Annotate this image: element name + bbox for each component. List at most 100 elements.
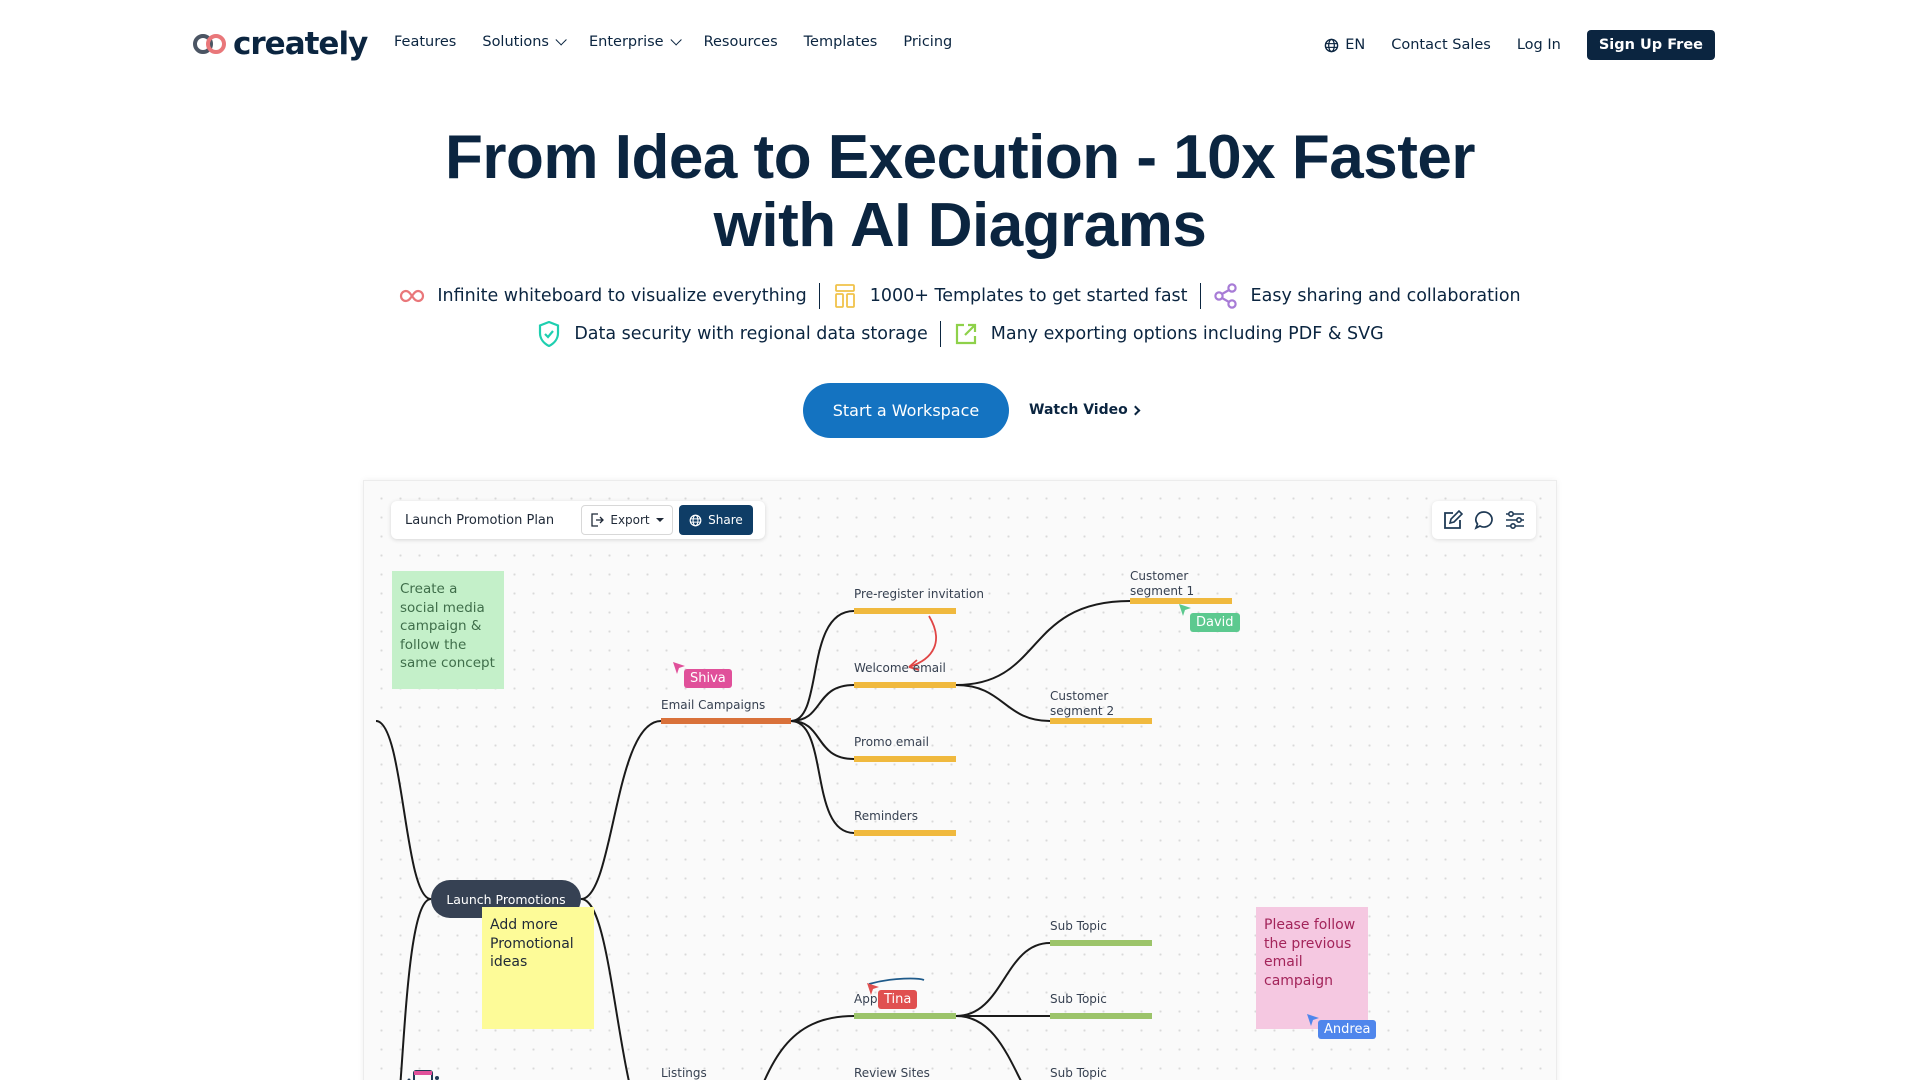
top-navigation: creately Features Solutions Enterprise R…: [0, 0, 1920, 88]
diagram-canvas-preview[interactable]: Launch Promotion Plan Export Share Creat…: [363, 480, 1557, 1080]
divider: [818, 283, 820, 309]
nav-item-pricing[interactable]: Pricing: [903, 34, 952, 50]
nav-label: Enterprise: [588, 34, 664, 50]
node-sub-topic[interactable]: [1050, 1013, 1152, 1019]
globe-icon: [689, 514, 702, 526]
cursor-pointer-icon: [867, 983, 879, 995]
signup-button[interactable]: Sign Up Free: [1586, 30, 1715, 60]
features-row-2: Data security with regional data storage…: [0, 321, 1920, 347]
language-selector[interactable]: EN: [1324, 37, 1365, 53]
node-promo-email[interactable]: [854, 756, 956, 762]
nav-item-solutions[interactable]: Solutions: [482, 34, 567, 50]
node-pre-register[interactable]: [854, 608, 956, 614]
node-label-sub-topic: Sub Topic: [1050, 919, 1107, 933]
settings-sliders-icon[interactable]: [1503, 508, 1527, 532]
infinity-icon: [399, 283, 425, 309]
nav-links: Features Solutions Enterprise Resources …: [394, 34, 978, 50]
globe-icon: [1324, 38, 1339, 52]
creately-logo-icon: [193, 33, 227, 55]
export-label: Export: [610, 513, 650, 527]
node-label-sub-topic: Sub Topic: [1050, 1066, 1107, 1080]
sticky-note-yellow[interactable]: Add more Promotional ideas: [482, 907, 594, 1029]
canvas-toolbar: Launch Promotion Plan Export Share: [391, 501, 765, 539]
nav-label: Templates: [803, 34, 878, 50]
feature-text: Data security with regional data storage: [574, 324, 928, 344]
node-label-review-sites: Review Sites: [854, 1066, 930, 1080]
node-label-promo-email: Promo email: [854, 735, 929, 749]
caret-down-icon: [655, 518, 664, 522]
feature-text: Easy sharing and collaboration: [1250, 286, 1521, 306]
divider: [1199, 283, 1201, 309]
login-link[interactable]: Log In: [1516, 37, 1561, 53]
node-welcome-email[interactable]: [854, 682, 956, 688]
node-label-segment-1: Customer segment 1: [1130, 569, 1195, 598]
nav-item-enterprise[interactable]: Enterprise: [588, 34, 682, 50]
nav-item-templates[interactable]: Templates: [804, 34, 878, 50]
hero-title-line-1: From Idea to Execution - 10x Faster: [445, 123, 1475, 192]
collaborator-cursor-andrea: Andrea: [1318, 1020, 1377, 1039]
illustration-icon: [407, 1070, 439, 1080]
nav-item-features[interactable]: Features: [394, 34, 456, 50]
node-reminders[interactable]: [854, 830, 956, 836]
features-row-1: Infinite whiteboard to visualize everyth…: [0, 283, 1920, 309]
hero-title-line-2: with AI Diagrams: [713, 191, 1207, 260]
feature-text: Many exporting options including PDF & S…: [990, 324, 1384, 344]
nav-right: EN Contact Sales Log In Sign Up Free: [1324, 30, 1715, 60]
feature-item: Data security with regional data storage: [536, 321, 928, 347]
template-icon: [832, 283, 858, 309]
export-icon: [591, 513, 605, 527]
language-label: EN: [1345, 37, 1366, 53]
watch-video-label: Watch Video: [1029, 402, 1128, 418]
feature-item: 1000+ Templates to get started fast: [832, 283, 1188, 309]
comment-icon[interactable]: [1472, 508, 1496, 532]
feature-item: Infinite whiteboard to visualize everyth…: [399, 283, 807, 309]
nav-item-resources[interactable]: Resources: [704, 34, 778, 50]
start-workspace-button[interactable]: Start a Workspace: [803, 383, 1009, 438]
collaborator-cursor-david: David: [1190, 613, 1240, 632]
node-label-listings: Listings: [661, 1066, 707, 1080]
node-app[interactable]: [854, 1013, 956, 1019]
nav-label: Resources: [703, 34, 778, 50]
nav-label: Pricing: [903, 34, 953, 50]
node-segment-1[interactable]: [1130, 598, 1232, 604]
export-icon: [953, 321, 979, 347]
canvas-tools: [1432, 501, 1536, 539]
node-segment-2[interactable]: [1050, 718, 1152, 724]
node-label-segment-2: Customer segment 2: [1050, 689, 1115, 718]
feature-item: Easy sharing and collaboration: [1213, 283, 1521, 309]
node-label-welcome-email: Welcome email: [854, 661, 946, 675]
cursor-pointer-icon: [1307, 1014, 1319, 1026]
export-button[interactable]: Export: [581, 505, 673, 535]
document-title[interactable]: Launch Promotion Plan: [405, 512, 555, 528]
node-label-reminders: Reminders: [854, 809, 918, 823]
contact-sales-link[interactable]: Contact Sales: [1391, 37, 1491, 53]
share-button[interactable]: Share: [679, 505, 753, 535]
nav-label: Features: [394, 34, 457, 50]
node-label-sub-topic: Sub Topic: [1050, 992, 1107, 1006]
chevron-down-icon: [670, 34, 682, 46]
node-label-email-campaigns: Email Campaigns: [661, 698, 766, 712]
cursor-pointer-icon: [1179, 604, 1191, 616]
mindmap-connectors: [375, 600, 1131, 1080]
feature-item: Many exporting options including PDF & S…: [953, 321, 1384, 347]
creately-logo[interactable]: creately: [193, 26, 368, 62]
sticky-note-green[interactable]: Create a social media campaign & follow …: [392, 571, 504, 689]
shield-check-icon: [536, 321, 562, 347]
sticky-note-pink[interactable]: Please follow the previous email campaig…: [1256, 907, 1368, 1029]
share-label: Share: [708, 513, 743, 527]
node-email-campaigns[interactable]: [661, 718, 791, 724]
logo-text: creately: [233, 26, 368, 62]
hero-title: From Idea to Execution - 10x Faster with…: [0, 124, 1920, 260]
node-label-app: App: [854, 992, 878, 1006]
feature-text: Infinite whiteboard to visualize everyth…: [437, 286, 807, 306]
collaborator-cursor-tina: Tina: [878, 990, 918, 1009]
collaborator-cursor-shiva: Shiva: [684, 669, 732, 688]
watch-video-link[interactable]: Watch Video: [1029, 402, 1141, 418]
nav-label: Solutions: [482, 34, 549, 50]
edit-icon[interactable]: [1441, 508, 1465, 532]
feature-text: 1000+ Templates to get started fast: [869, 286, 1188, 306]
node-sub-topic[interactable]: [1050, 940, 1152, 946]
share-icon: [1213, 283, 1239, 309]
chevron-down-icon: [555, 34, 567, 46]
cursor-pointer-icon: [673, 662, 685, 674]
